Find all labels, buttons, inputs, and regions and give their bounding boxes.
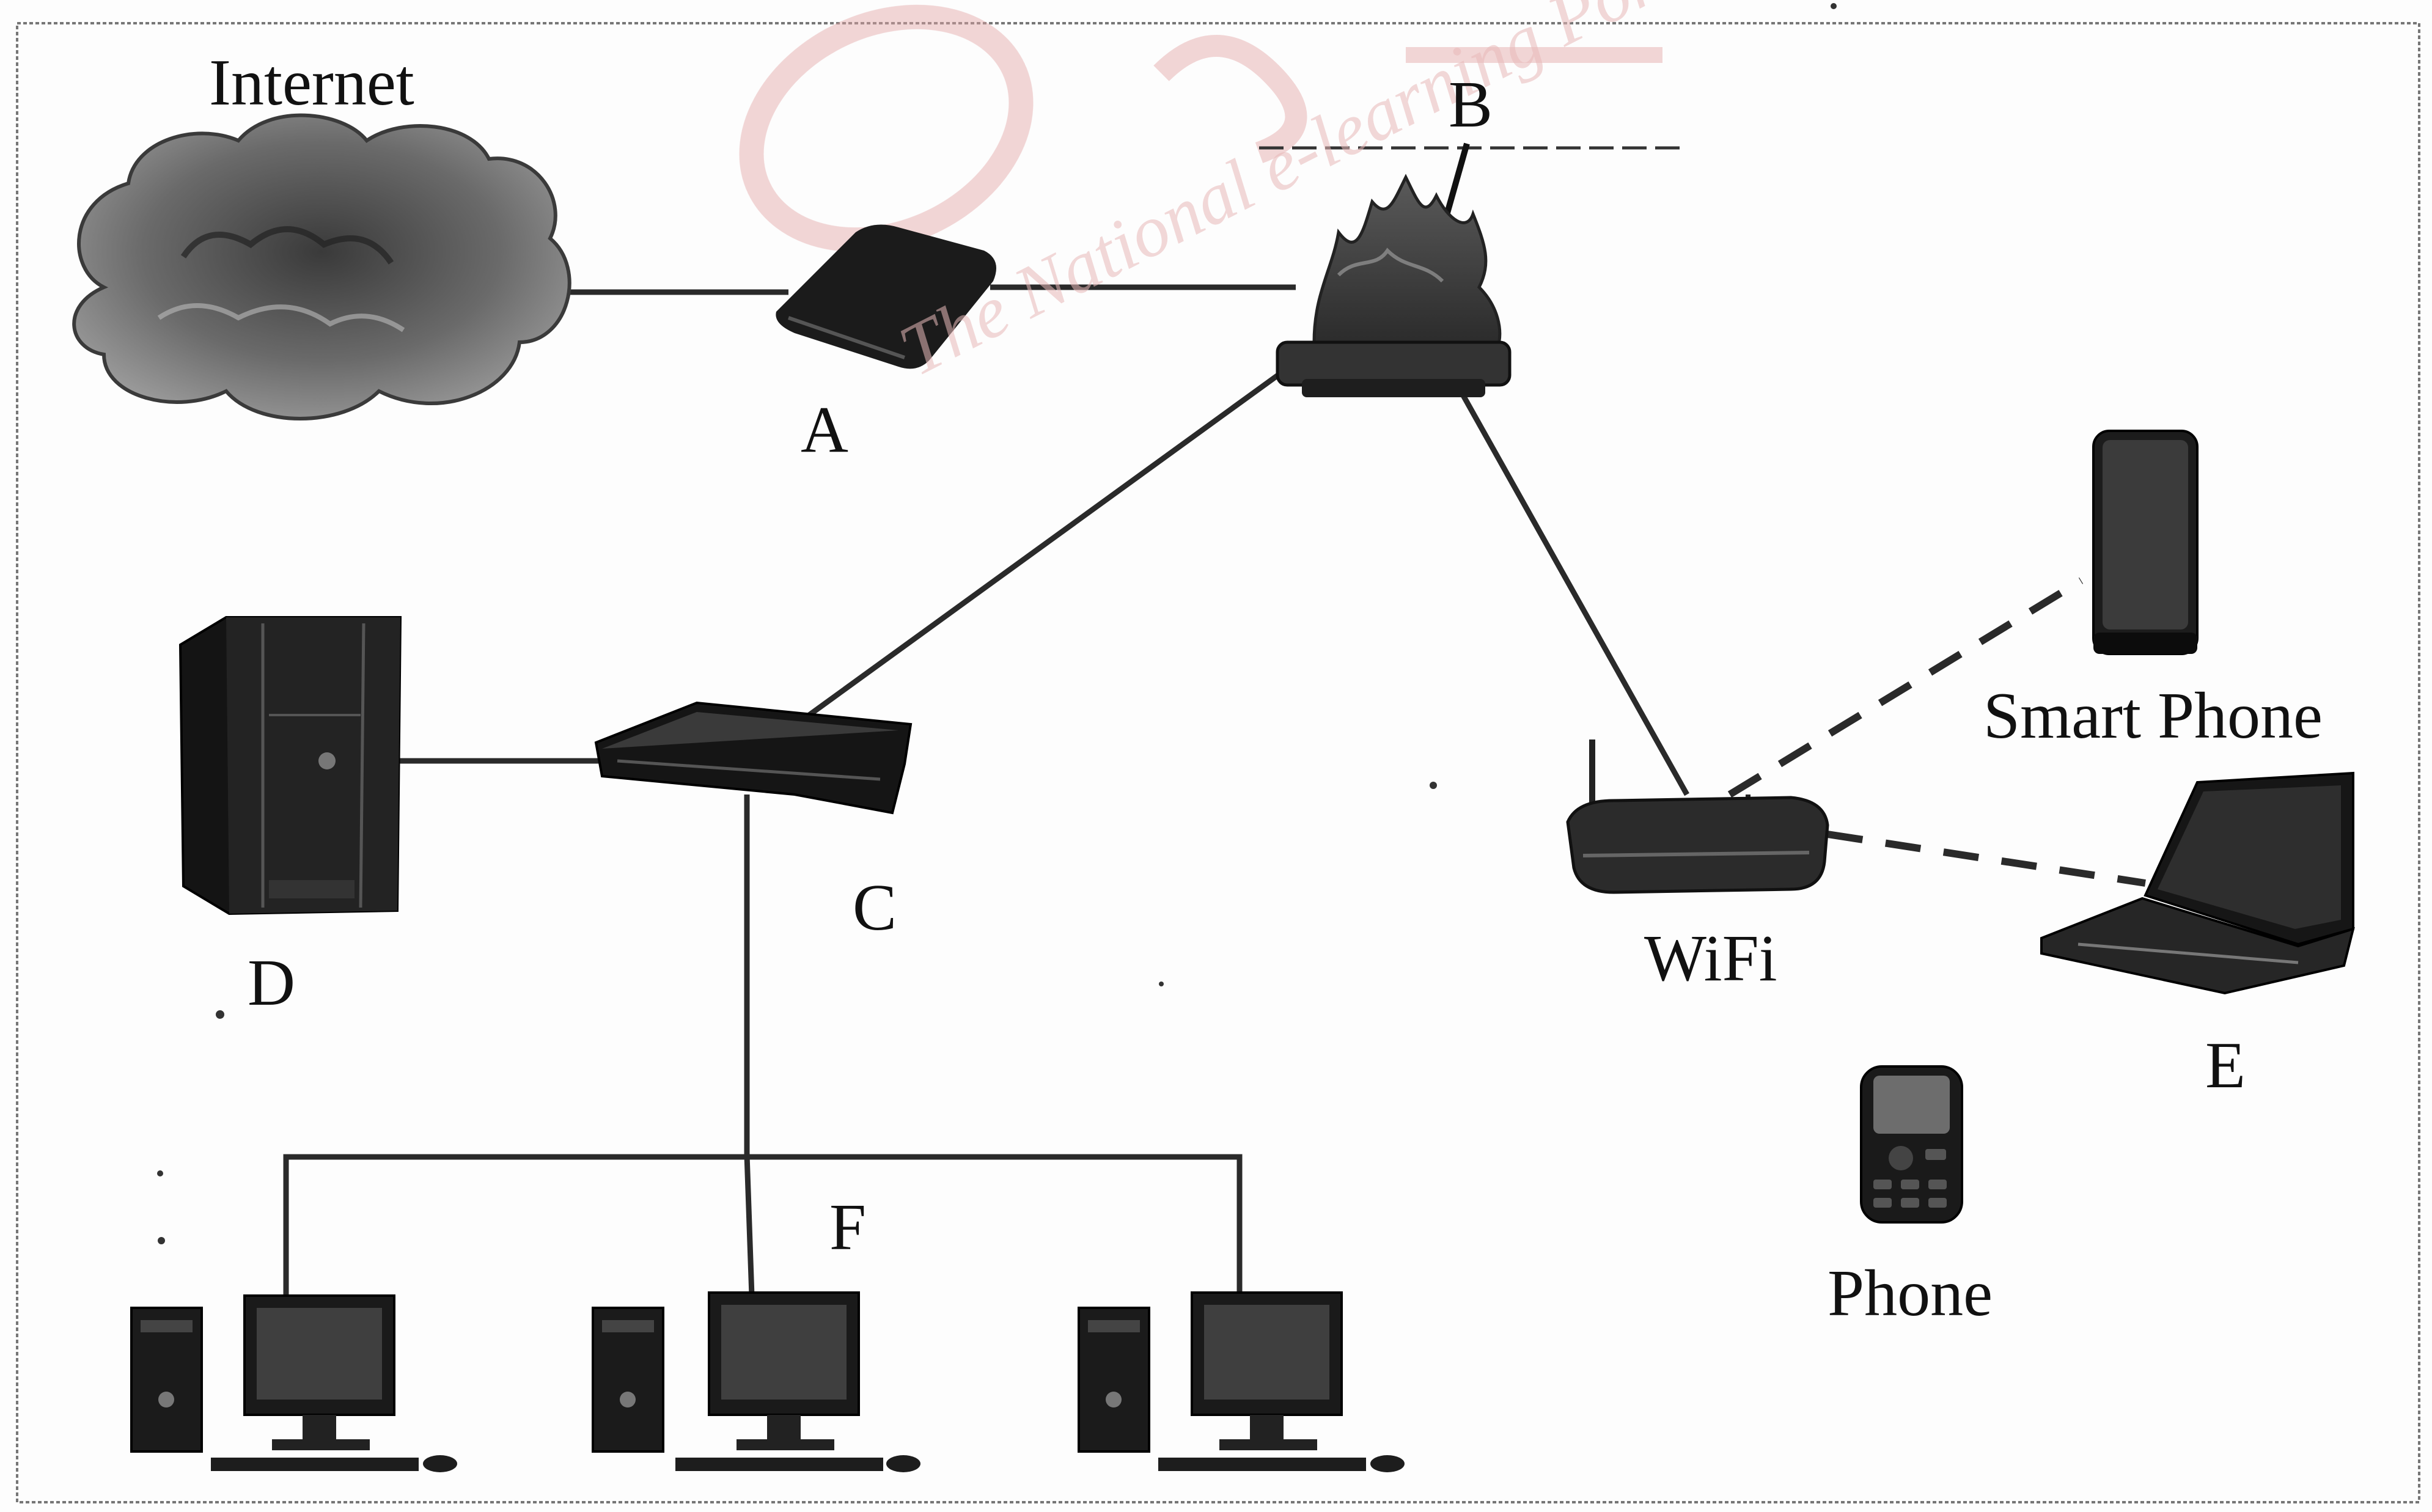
internet-cloud-icon: [72, 113, 571, 420]
phone-icon: [1860, 1065, 1963, 1224]
label-smart-phone: Smart Phone: [1983, 680, 2323, 752]
switch-icon: [594, 701, 913, 815]
wifi-router-icon: [1566, 739, 1829, 894]
link-wifi-laptop: [1827, 831, 2146, 887]
modem-icon: [776, 224, 996, 369]
label-c: C: [853, 872, 897, 944]
smart-phone-icon: [2092, 430, 2199, 655]
scan-specks: [157, 3, 1837, 1244]
link-f-bus: [283, 1154, 1243, 1302]
watermark-logo: [739, 4, 1662, 252]
link-f-pc2: [744, 1154, 755, 1296]
link-wifi-smartphone: [1727, 577, 2084, 798]
link-b-c: [799, 364, 1291, 724]
workstation-2-icon: [592, 1291, 920, 1472]
label-phone: Phone: [1828, 1257, 1993, 1330]
label-d: D: [248, 947, 295, 1019]
label-f: F: [829, 1191, 867, 1264]
label-a: A: [801, 394, 848, 466]
label-b: B: [1449, 68, 1493, 141]
link-b-wifi: [1458, 389, 1689, 796]
server-icon: [178, 616, 402, 916]
label-wifi: WiFi: [1644, 922, 1777, 995]
page-border: [16, 22, 2420, 1503]
label-e: E: [2205, 1029, 2246, 1102]
label-internet: Internet: [209, 46, 414, 119]
firewall-icon: [1276, 174, 1512, 397]
workstation-3-icon: [1078, 1291, 1405, 1472]
connections: [283, 284, 2146, 1302]
laptop-icon: [2040, 771, 2355, 995]
workstation-1-icon: [130, 1294, 457, 1472]
